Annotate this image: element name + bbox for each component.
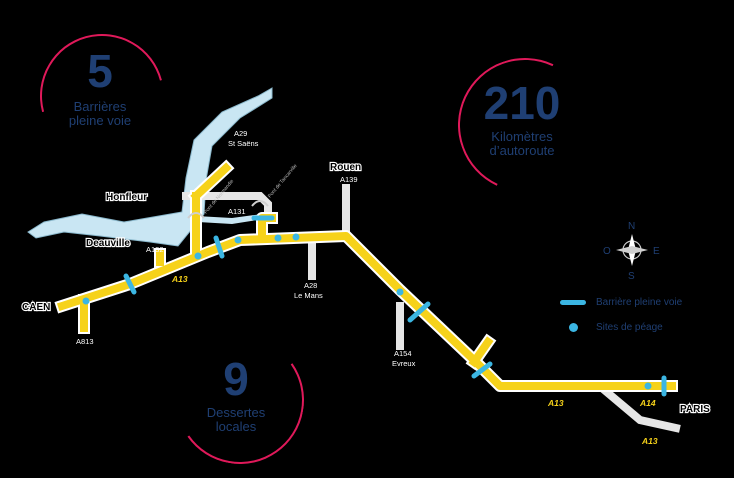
city-labels: CAEN Honfleur Deauville Rouen PARIS (21, 161, 711, 416)
bridge-normandie-icon (187, 212, 205, 219)
legend-peage: Sites de péage (560, 322, 663, 333)
town-evreux: Evreux (392, 359, 416, 368)
road-a139: A139 (340, 175, 358, 184)
highway-labels: A13 A13 A14 A13 (171, 274, 658, 446)
seine-upstream (196, 214, 270, 224)
road-a13-south: A13 (641, 436, 658, 446)
road-a132: A132 (146, 245, 164, 254)
city-rouen: Rouen (330, 162, 361, 173)
barrier (213, 235, 225, 259)
city-caen: CAEN (22, 302, 50, 313)
legend-barriere-label: Barrière pleine voie (596, 297, 683, 308)
compass-s: S (628, 271, 635, 282)
legend-barriere: Barrière pleine voie (560, 297, 682, 308)
stat-km-label-1: Kilomètres (491, 129, 553, 144)
road-a28: A28 (304, 281, 317, 290)
toll-group (82, 233, 652, 390)
bridge-icons (187, 200, 269, 219)
legend-peage-swatch (569, 323, 578, 332)
compass-e: E (653, 246, 660, 257)
compass-icon: N S E O (603, 221, 660, 282)
toll-site (274, 234, 282, 242)
barrier-group (123, 215, 667, 397)
road-a813: A813 (76, 337, 94, 346)
compass-n: N (628, 221, 635, 232)
toll-site (234, 236, 242, 244)
town-le-mans: Le Mans (294, 291, 323, 300)
stat-dessertes-value: 9 (223, 353, 249, 405)
city-honfleur: Honfleur (106, 192, 147, 203)
road-a131: A131 (228, 207, 246, 216)
city-paris: PARIS (680, 404, 710, 415)
road-a14: A14 (639, 398, 656, 408)
toll-site (644, 382, 652, 390)
toll-site (194, 252, 202, 260)
road-a13-east: A13 (547, 398, 564, 408)
stat-barrieres-label-1: Barrières (73, 99, 127, 114)
barrier (471, 361, 493, 379)
town-st-saens: St Saëns (228, 139, 259, 148)
stat-barrieres-label-2: pleine voie (68, 113, 132, 128)
compass-o: O (603, 246, 611, 257)
road-a29: A29 (234, 129, 247, 138)
seine-river (27, 87, 273, 247)
stat-barrieres-value: 5 (87, 45, 113, 97)
stat-km-value: 210 (483, 77, 561, 129)
toll-site (292, 233, 300, 241)
stat-dessertes-label-1: Dessertes (206, 405, 266, 420)
bridge-tancarville-icon (251, 200, 269, 207)
road-a154: A154 (394, 349, 412, 358)
city-deauville: Deauville (86, 238, 130, 249)
toll-site (396, 288, 404, 296)
stat-km-label-2: d’autoroute (489, 143, 555, 158)
highway-yellow (56, 162, 676, 390)
bridge-tancarville-label: Pont de Tancarville (267, 163, 299, 199)
legend-barriere-swatch (560, 300, 586, 305)
road-labels: A29 St Saëns A131 A132 A139 A28 Le Mans … (76, 129, 416, 368)
stat-dessertes-label-2: locales (215, 419, 257, 434)
barrier (123, 273, 137, 295)
secondary-roads (182, 184, 681, 433)
barrier (407, 301, 431, 323)
legend-peage-label: Sites de péage (596, 322, 663, 333)
road-a13-west: A13 (171, 274, 188, 284)
toll-site (82, 297, 90, 305)
